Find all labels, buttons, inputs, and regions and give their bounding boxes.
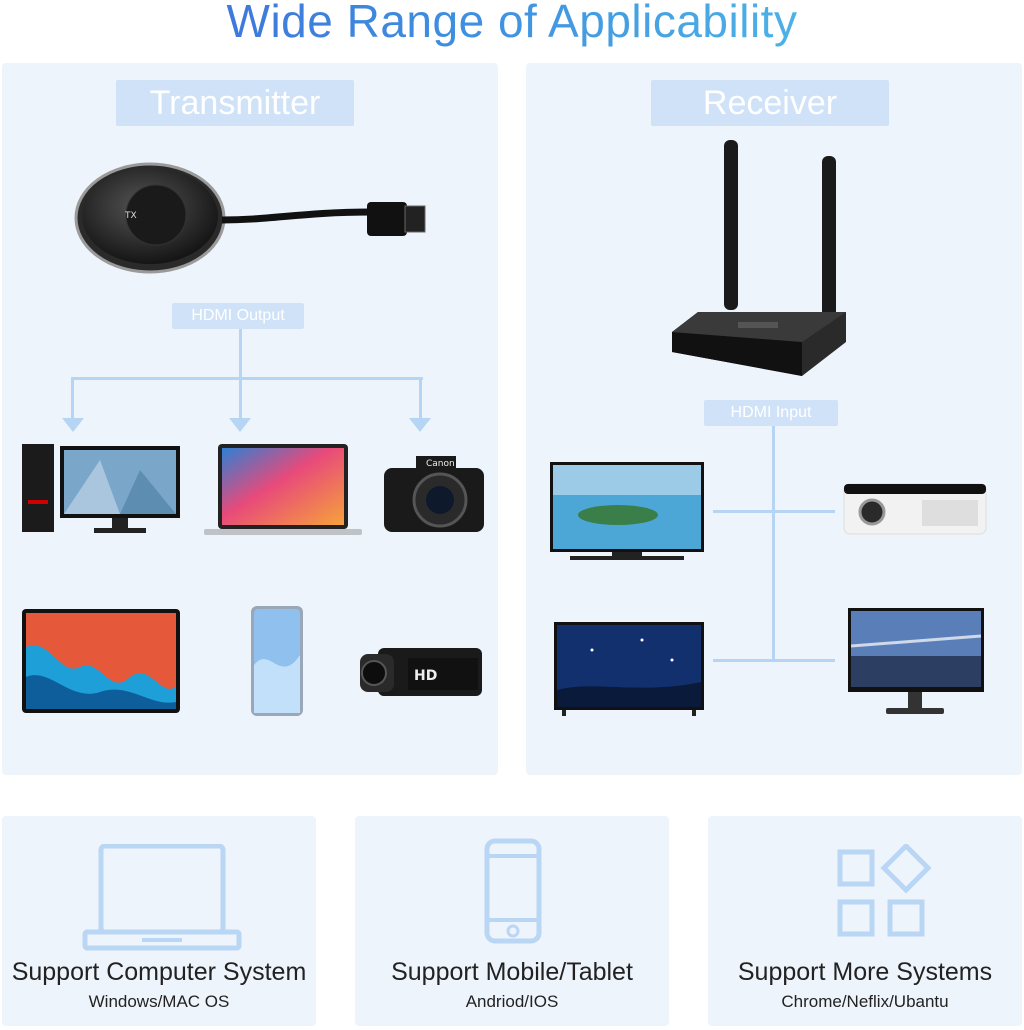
large-tv-image	[554, 622, 704, 716]
apps-icon	[837, 844, 932, 937]
pc-monitor-image	[22, 444, 180, 533]
arrow-down-icon	[229, 418, 251, 432]
connector-line	[71, 377, 74, 419]
connector-line	[713, 659, 835, 662]
receiver-label: Receiver	[651, 80, 889, 126]
feature-subtitle: Andriod/IOS	[465, 992, 559, 1011]
connector-line	[419, 377, 422, 419]
feature-card-computer: Support Computer System Windows/MAC OS	[2, 816, 316, 1026]
feature-card-mobile: Support Mobile/Tablet Andriod/IOS	[355, 816, 669, 1026]
tv-image	[550, 462, 704, 560]
camera-brand-text: Canon	[426, 459, 455, 469]
connector-line	[713, 510, 835, 513]
page-title: Wide Range of Applicability	[0, 0, 1024, 48]
feature-card-systems: Support More Systems Chrome/Neflix/Ubant…	[708, 816, 1022, 1026]
connector-line	[71, 377, 423, 380]
feature-title: Support More Systems	[737, 958, 993, 986]
feature-title: Support Computer System	[11, 958, 307, 986]
tablet-image	[22, 609, 180, 713]
laptop-icon	[82, 844, 242, 951]
feature-title: Support Mobile/Tablet	[391, 958, 633, 986]
dslr-camera-image: Canon	[384, 456, 484, 532]
transmitter-dongle: TX	[74, 162, 426, 274]
feature-subtitle: Windows/MAC OS	[88, 992, 230, 1011]
smartphone-image	[251, 606, 303, 716]
hdmi-input-label: HDMI Input	[704, 400, 838, 426]
monitor-image	[848, 608, 984, 714]
laptop-image	[204, 444, 362, 535]
phone-icon	[484, 838, 542, 944]
projector-image	[843, 483, 987, 535]
tx-text: TX	[124, 211, 137, 221]
camcorder-image: HD	[360, 648, 482, 696]
hdmi-output-label: HDMI Output	[172, 303, 304, 329]
connector-line	[239, 329, 242, 419]
receiver-box-image	[672, 140, 846, 376]
arrow-down-icon	[62, 418, 84, 432]
camcorder-hd-text: HD	[414, 668, 437, 684]
feature-subtitle: Chrome/Neflix/Ubantu	[781, 992, 949, 1011]
connector-line	[772, 426, 775, 662]
arrow-down-icon	[409, 418, 431, 432]
transmitter-label: Transmitter	[116, 80, 354, 126]
